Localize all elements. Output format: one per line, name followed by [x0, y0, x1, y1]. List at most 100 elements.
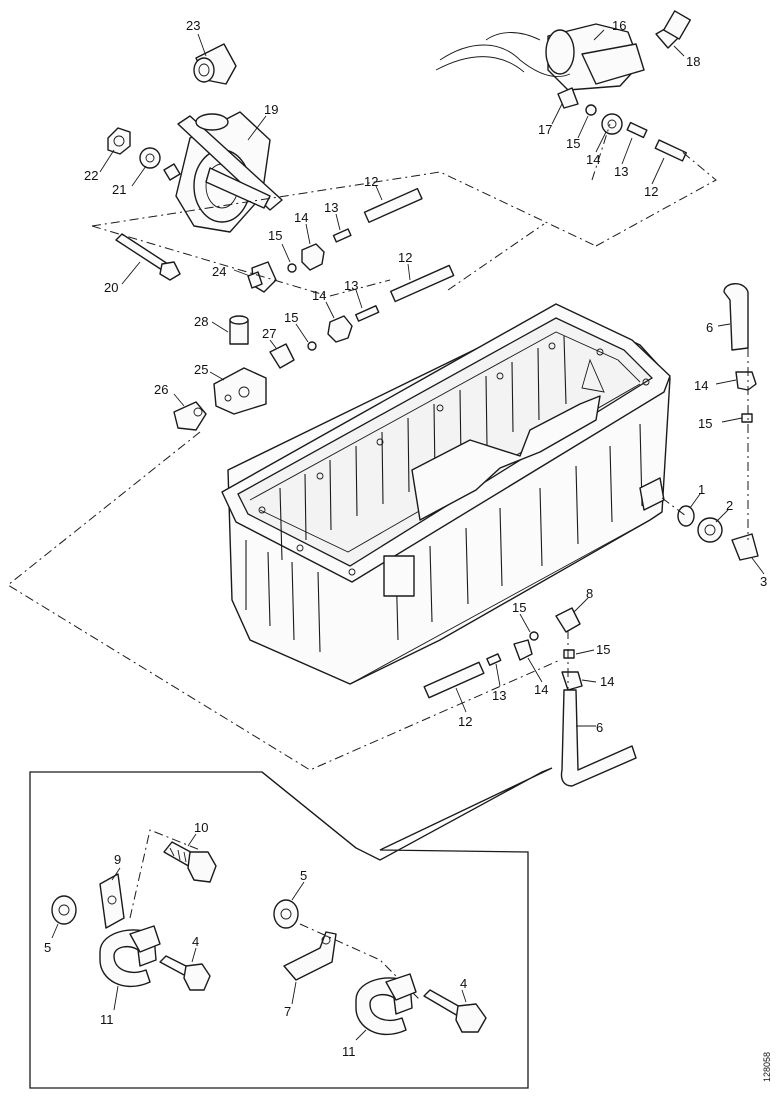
washer-1: [677, 505, 695, 527]
nut-14-lower-b: [561, 671, 583, 691]
callout-21: 21: [112, 182, 126, 197]
callout-25: 25: [194, 362, 208, 377]
sleeve-13-upper: [332, 228, 352, 243]
callout-13: 13: [344, 278, 358, 293]
sleeve-13-lower-a: [486, 653, 502, 666]
callout-18: 18: [686, 54, 700, 69]
callout-6: 6: [706, 320, 713, 335]
callout-27: 27: [262, 326, 276, 341]
callout-22: 22: [84, 168, 98, 183]
callout-13: 13: [492, 688, 506, 703]
callout-10: 10: [194, 820, 208, 835]
callout-15: 15: [512, 600, 526, 615]
spacer-21: [139, 147, 181, 181]
callout-20: 20: [104, 280, 118, 295]
bolt-4-right: [423, 989, 487, 1033]
pan-ribs: [279, 335, 567, 561]
callout-12: 12: [458, 714, 472, 729]
washer-5-left: [51, 895, 77, 925]
clamp-11-right: [355, 973, 417, 1036]
washer-15-lower: [307, 341, 317, 351]
valve-block-25: [213, 367, 267, 415]
detail-inset: [29, 767, 553, 1089]
callout-6: 6: [596, 720, 603, 735]
callout-14: 14: [586, 152, 600, 167]
nut-14-top: [601, 113, 623, 135]
fitting-8: [555, 607, 581, 633]
sleeve-13-top: [626, 121, 648, 139]
fitting-27: [269, 343, 295, 369]
callout-14: 14: [534, 682, 548, 697]
callout-13: 13: [324, 200, 338, 215]
nut-2: [697, 517, 723, 543]
bolt-20: [115, 233, 181, 281]
nut-14-upper: [301, 243, 325, 271]
callout-14: 14: [294, 210, 308, 225]
callout-11: 11: [100, 1012, 114, 1027]
pipe-6-upper: [723, 283, 749, 351]
callout-24: 24: [212, 264, 226, 279]
callout-5: 5: [44, 940, 51, 955]
callout-4: 4: [460, 976, 467, 991]
callout-labels: 23 19 22 21 20 16 18 17 15 14 13 12 12 1…: [44, 18, 767, 1059]
oil-pan: [221, 303, 671, 685]
elbow-3: [731, 533, 759, 561]
bracket-9: [99, 873, 125, 929]
callout-15: 15: [566, 136, 580, 151]
bolt-10: [163, 841, 217, 883]
callout-12: 12: [364, 174, 378, 189]
flange-bolt-holes: [258, 342, 650, 576]
elbow-fitting-23: [193, 43, 237, 85]
leader-lines: [99, 29, 765, 727]
tube-12-lower: [390, 264, 455, 303]
callout-14: 14: [694, 378, 708, 393]
washer-5-right: [273, 899, 299, 929]
pan-outer-ribs: [245, 423, 643, 653]
callout-19: 19: [264, 102, 278, 117]
tube-12-lower-a: [423, 661, 485, 699]
callout-4: 4: [192, 934, 199, 949]
washer-15-top: [585, 104, 597, 116]
callout-12: 12: [398, 250, 412, 265]
valve-assembly-16: [435, 23, 645, 91]
washer-15-upper: [287, 263, 297, 273]
sensor-26: [173, 401, 207, 431]
washer-15-lower-a: [529, 631, 539, 641]
callout-16: 16: [612, 18, 626, 33]
callout-26: 26: [154, 382, 168, 397]
washer-15-right: [741, 413, 753, 423]
bolt-4-left: [159, 955, 211, 991]
pipe-6-lower: [560, 689, 637, 787]
nut-14-lower-a: [513, 639, 533, 661]
nut-14-lower: [327, 315, 353, 343]
callout-2: 2: [726, 498, 733, 513]
fitting-18: [655, 10, 691, 49]
nut-14-right: [735, 371, 757, 391]
fitting-17: [557, 87, 579, 109]
elbow-24: [247, 261, 277, 293]
callout-3: 3: [760, 574, 767, 589]
callout-15: 15: [698, 416, 712, 431]
cap-28: [229, 315, 249, 345]
callout-17: 17: [538, 122, 552, 137]
callout-28: 28: [194, 314, 208, 329]
tube-12-upper: [363, 187, 423, 223]
sleeve-13-lower: [355, 305, 380, 322]
oil-pump-assembly: [175, 111, 283, 233]
callout-8: 8: [586, 586, 593, 601]
callout-15: 15: [268, 228, 282, 243]
callout-7: 7: [284, 1004, 291, 1019]
callout-23: 23: [186, 18, 200, 33]
assembly-lines: [7, 123, 749, 771]
callout-15: 15: [596, 642, 610, 657]
callout-14: 14: [600, 674, 614, 689]
callout-11: 11: [342, 1044, 356, 1059]
washer-15-lower-b: [563, 649, 575, 659]
tube-12-top: [654, 139, 687, 162]
clamp-11-left: [99, 925, 161, 988]
callout-14: 14: [312, 288, 326, 303]
callout-5: 5: [300, 868, 307, 883]
bracket-7: [283, 931, 337, 981]
drawing-code: 128058: [762, 1052, 772, 1082]
